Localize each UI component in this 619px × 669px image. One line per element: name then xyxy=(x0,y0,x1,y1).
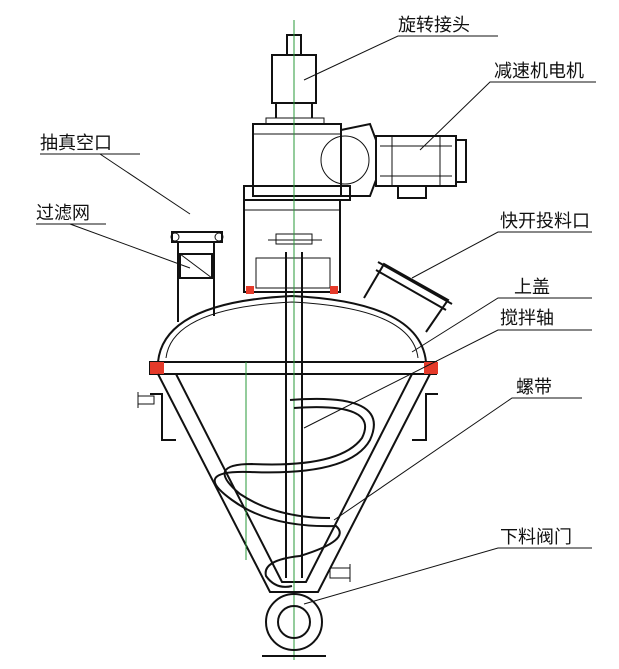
discharge-valve xyxy=(262,591,326,657)
body-flange xyxy=(149,361,437,375)
label-spiral-belt: 螺带 xyxy=(516,377,552,398)
spiral-belt xyxy=(213,397,375,588)
label-gear-motor: 减速机电机 xyxy=(494,61,584,82)
flange-bolt-right xyxy=(424,362,438,374)
top-cover xyxy=(149,294,438,375)
label-quick-feed-port: 快开投料口 xyxy=(500,211,590,232)
vacuum-port-filter xyxy=(170,231,224,322)
callout-lines xyxy=(36,35,596,605)
rotary-joint xyxy=(265,34,325,125)
quick-feed-port xyxy=(363,261,453,333)
label-filter-net: 过滤网 xyxy=(36,203,90,224)
label-vacuum-port: 抽真空口 xyxy=(40,133,112,154)
label-top-cover: 上盖 xyxy=(514,277,550,298)
label-rotary-joint: 旋转接头 xyxy=(398,15,470,36)
support-flange-left xyxy=(246,286,254,294)
support-flange-right xyxy=(330,286,338,294)
stirring-shaft xyxy=(245,20,303,660)
label-discharge-valve: 下料阀门 xyxy=(500,527,572,548)
flange-bolt-left xyxy=(150,362,164,374)
label-stirring-shaft: 搅拌轴 xyxy=(500,308,554,329)
filter-net-box xyxy=(179,253,213,279)
cone-body xyxy=(137,373,438,593)
gear-motor xyxy=(243,122,467,201)
drive-support-frame xyxy=(243,199,341,294)
